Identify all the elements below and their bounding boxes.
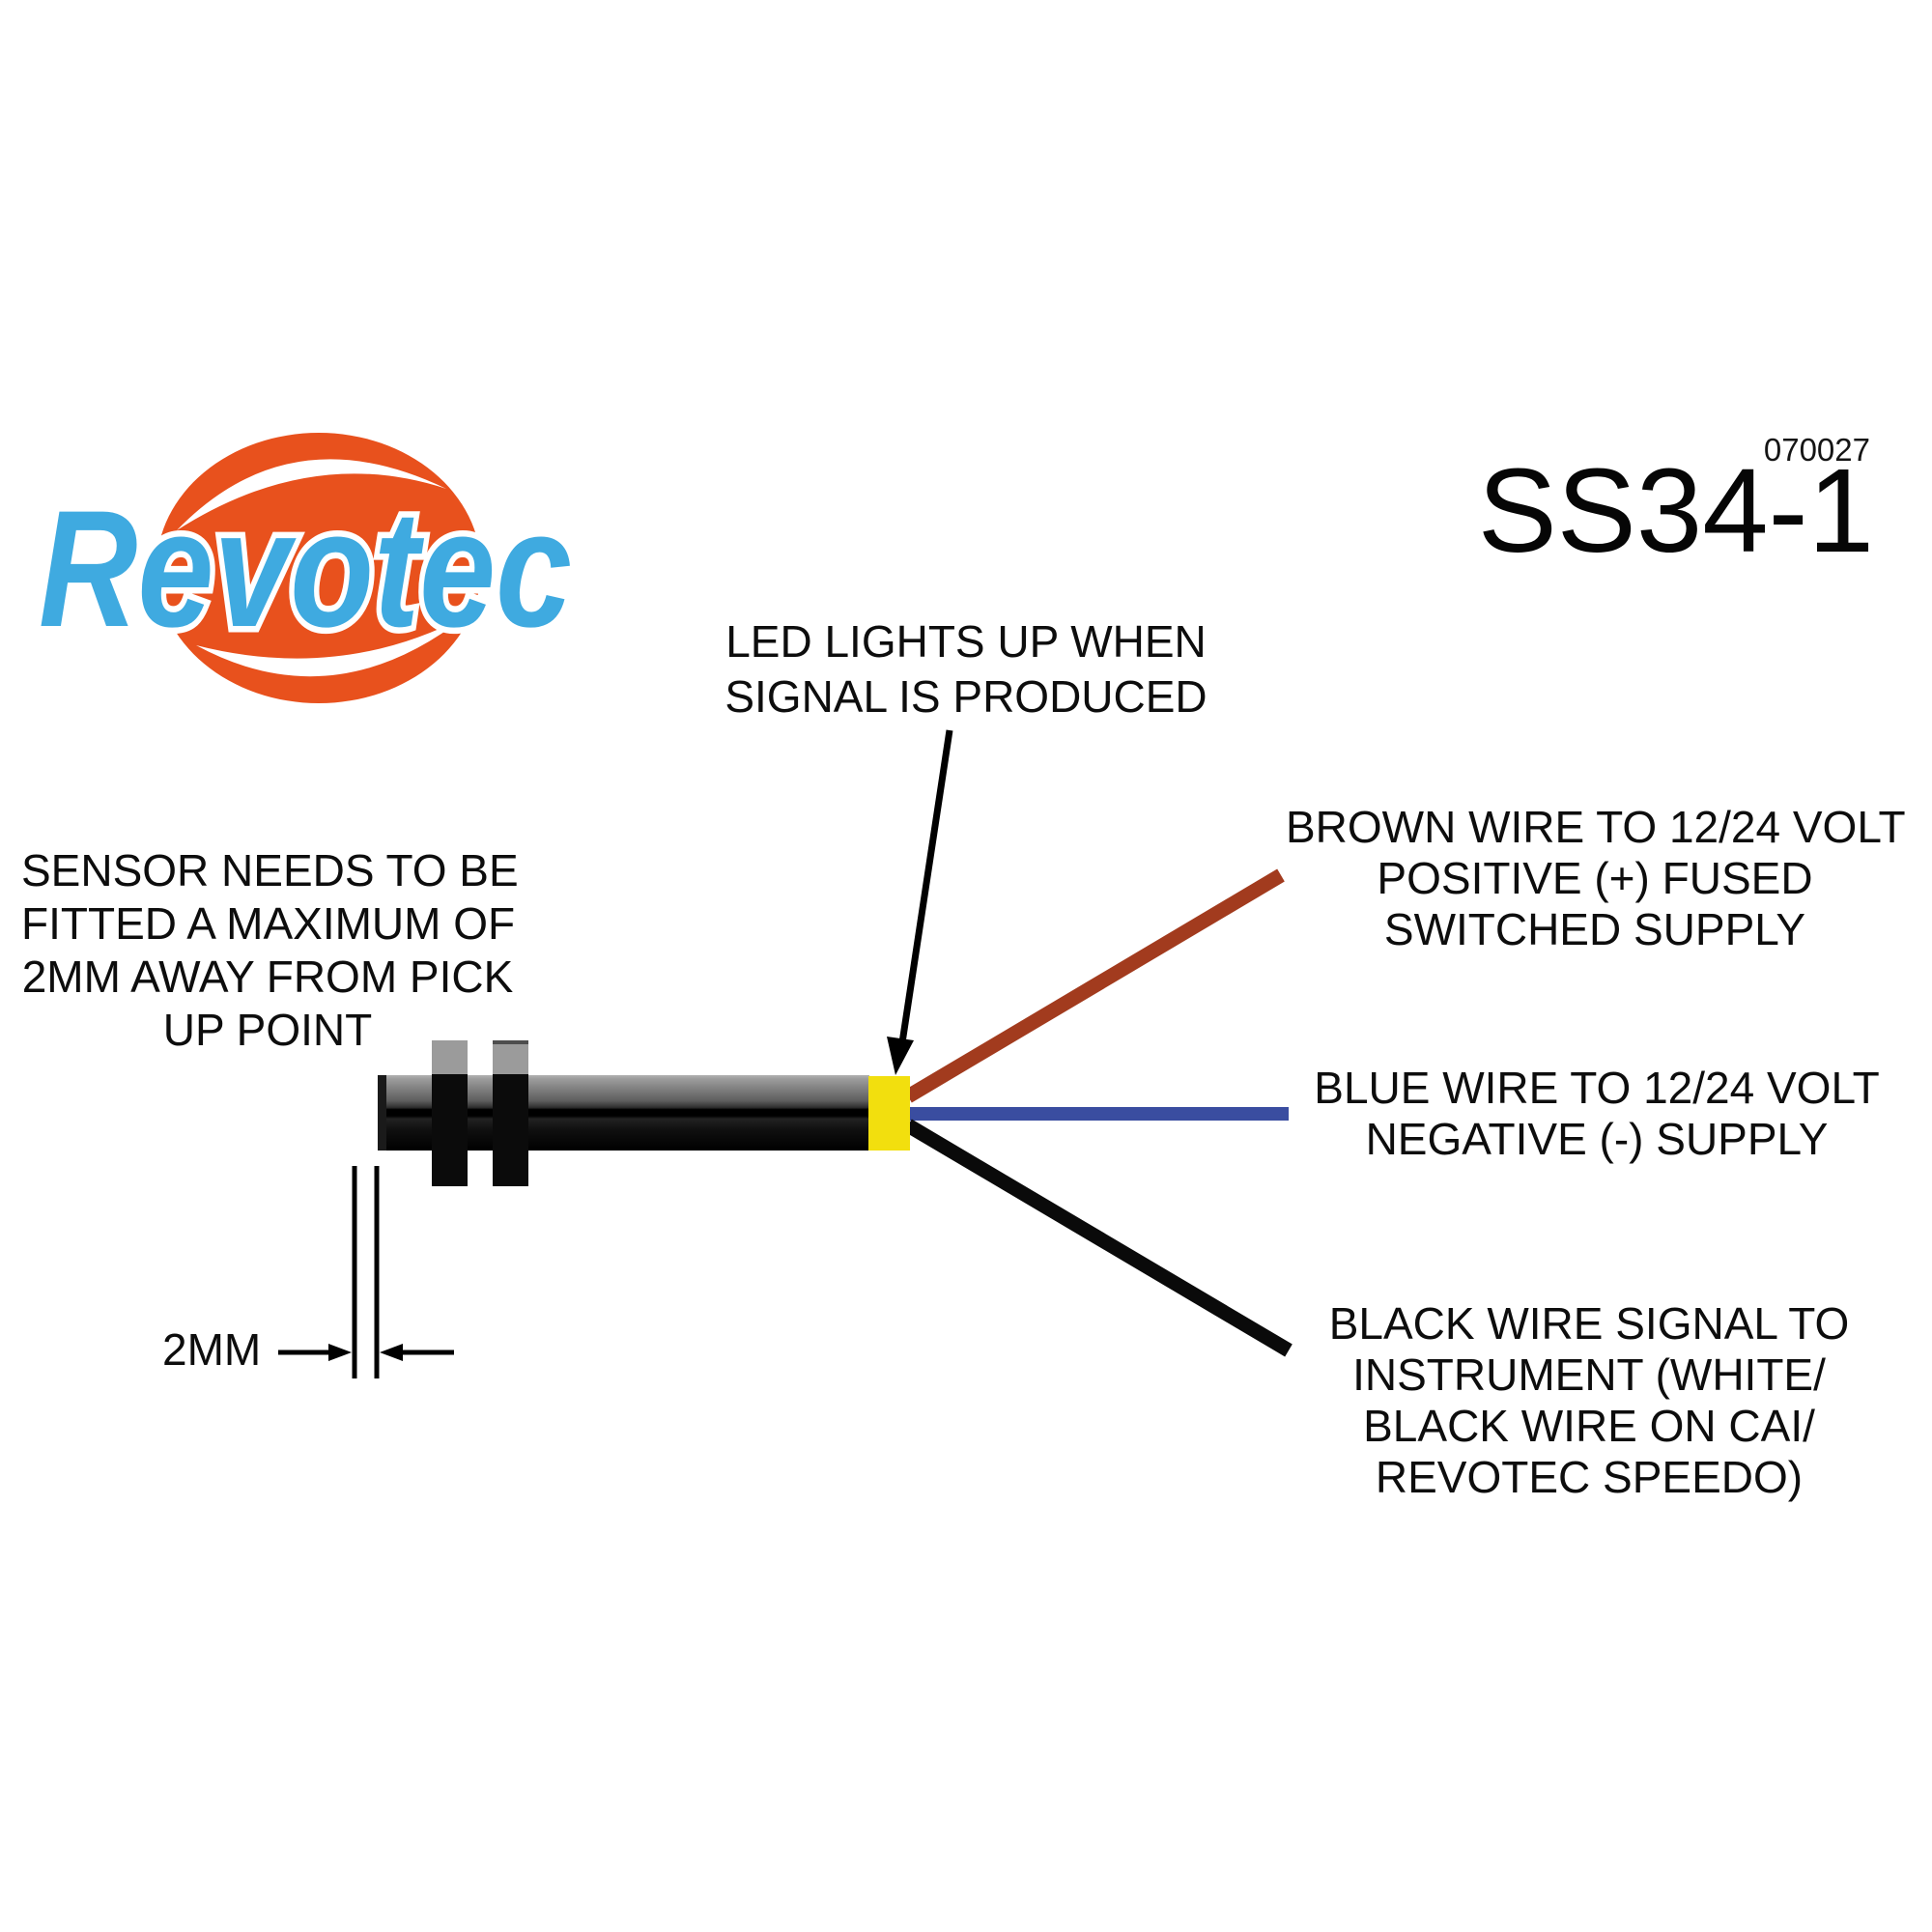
sensor-note-line: 2MM AWAY FROM PICK [21, 952, 514, 1002]
black-wire-note-line: REVOTEC SPEEDO) [1375, 1452, 1804, 1502]
brown-wire-note-line: SWITCHED SUPPLY [1383, 904, 1806, 954]
black-wire-note-line: BLACK WIRE SIGNAL TO [1328, 1298, 1850, 1349]
mounting-nut-1-top [432, 1040, 468, 1077]
black-wire-note-line: BLACK WIRE ON CAI/ [1363, 1401, 1815, 1451]
blue-wire-note: BLUE WIRE TO 12/24 VOLT NEGATIVE (-) SUP… [1288, 1063, 1906, 1165]
led-pointer-line [897, 729, 953, 1050]
part-code: 070027 [1763, 432, 1870, 468]
blue-wire-note-line: BLUE WIRE TO 12/24 VOLT [1314, 1063, 1880, 1113]
led-tip [868, 1076, 910, 1151]
logo-swirl-top-swoosh [177, 459, 446, 530]
black-wire [904, 1119, 1293, 1357]
blue-wire-note-line: NEGATIVE (-) SUPPLY [1365, 1114, 1829, 1164]
led-note-line: SIGNAL IS PRODUCED [724, 671, 1208, 722]
dimension-marks [278, 1166, 454, 1378]
mounting-nut-2-body [493, 1074, 528, 1186]
sensor-note-line: UP POINT [162, 1005, 373, 1055]
logo-text: Revotec [39, 476, 572, 662]
sensor-fitting-note: SENSOR NEEDS TO BE FITTED A MAXIMUM OF 2… [21, 844, 519, 1057]
black-wire-note: BLACK WIRE SIGNAL TO INSTRUMENT (WHITE/ … [1280, 1298, 1898, 1503]
dimension-arrow-right-head [380, 1344, 403, 1361]
black-wire-note-line: INSTRUMENT (WHITE/ [1352, 1350, 1826, 1400]
sensor-note-line: SENSOR NEEDS TO BE [21, 845, 519, 895]
revotec-logo: Revotec [33, 433, 579, 703]
led-pointer-arrow [887, 729, 953, 1075]
mounting-nut-2-top-edge [493, 1040, 528, 1044]
sensor-body-left-cap [378, 1075, 386, 1151]
mounting-nut-2-top [493, 1040, 528, 1077]
dimension-arrow-left-head [328, 1344, 352, 1361]
led-note: LED LIGHTS UP WHEN SIGNAL IS PRODUCED [676, 614, 1256, 724]
brown-wire-note: BROWN WIRE TO 12/24 VOLT POSITIVE (+) FU… [1286, 802, 1906, 955]
logo-swirl-ball [156, 433, 481, 703]
mounting-nut-1-body [432, 1074, 468, 1186]
brown-wire-note-line: BROWN WIRE TO 12/24 VOLT [1286, 802, 1906, 852]
brown-wire [904, 868, 1285, 1103]
brown-wire-note-line: POSITIVE (+) FUSED [1377, 853, 1813, 903]
sensor-note-line: FITTED A MAXIMUM OF [21, 898, 516, 949]
model-number: SS34-1 [1477, 445, 1874, 578]
logo-swirl-bottom-swoosh [196, 616, 466, 677]
led-pointer-arrowhead [887, 1037, 914, 1075]
dimension-label: 2MM [162, 1324, 262, 1375]
speed-sensor-drawing [378, 868, 1293, 1357]
led-note-line: LED LIGHTS UP WHEN [725, 616, 1207, 667]
